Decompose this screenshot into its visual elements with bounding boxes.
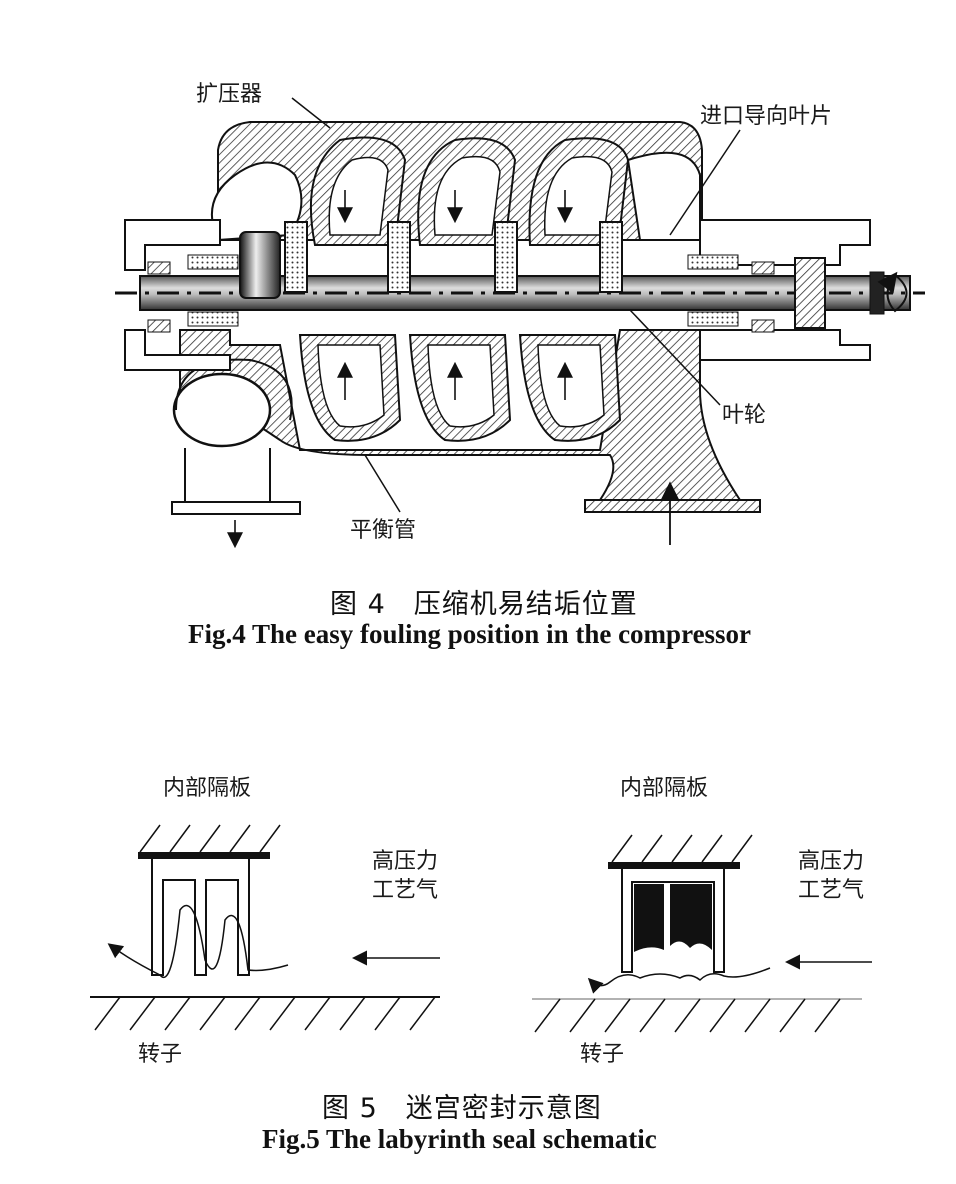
label-impeller: 叶轮 [722,403,767,428]
fouling-deposit-2 [670,884,712,950]
bearing-right-bottom [751,319,775,333]
bearing-left-top [147,261,171,275]
compressor-diagram [115,97,925,549]
seal-teeth-right [621,869,725,973]
outlet-flange [171,501,301,515]
seal-left-top [187,254,239,270]
upper-passages [328,155,613,236]
inlet-flange [584,499,761,513]
bearing-right-top [751,261,775,275]
volute-lower [172,372,272,448]
label-inlet-guide-vane: 进口导向叶片 [700,104,833,129]
partition-hatch-right [611,834,753,863]
coupling [794,257,826,329]
seal-teeth-left [151,859,250,976]
label-rotor-left: 转子 [138,1042,183,1067]
inlet-chamber [626,151,701,241]
seal-diagram-left [90,824,440,1031]
label-gas-right-1: 高压力 [798,849,865,874]
rotor-hatch-left [94,996,436,1031]
label-gas-left-1: 高压力 [372,849,439,874]
leader-inlet-guide-vane [669,129,741,236]
rotor-hatch-right [534,998,841,1033]
label-gas-right-2: 工艺气 [798,878,865,903]
leakage-flow-right [587,967,771,994]
coupling-hub [869,271,885,315]
leader-diffuser [291,97,331,129]
fig5-caption-en: Fig.5 The labyrinth seal schematic [262,1124,657,1154]
label-partition-left: 内部隔板 [163,776,252,801]
lower-passages [317,344,605,428]
label-gas-left-2: 工艺气 [372,878,439,903]
fouling-deposit-1 [634,884,664,952]
volute-upper [210,161,303,242]
leader-balance-pipe [364,454,401,513]
flow-arrows-lower [337,361,573,400]
fig5-caption-cn: 图 5 迷宫密封示意图 [322,1093,602,1124]
seal-right-top [687,254,739,270]
label-partition-right: 内部隔板 [620,776,709,801]
seal-diagram-right [532,834,872,1033]
flange-left-low [124,329,231,371]
outlet-pipe [184,448,271,503]
label-rotor-right: 转子 [580,1042,625,1067]
volute-lower-ring [175,358,293,421]
leader-impeller [629,309,721,406]
impeller-hubs [284,221,623,293]
flow-arrows-upper [337,190,573,224]
rotation-arrow [877,271,908,313]
fig4-caption-en: Fig.4 The easy fouling position in the c… [188,619,752,649]
label-balance-pipe: 平衡管 [350,518,417,543]
flange-left [124,219,221,271]
fig4-caption-cn: 图 4 压缩机易结垢位置 [330,589,638,620]
leakage-flow-left [107,904,289,978]
seal-right-bottom [687,311,739,327]
balance-drum [239,231,281,299]
label-diffuser: 扩压器 [196,82,263,107]
flange-right-low [699,329,871,361]
partition-hatch-left [139,824,281,853]
bearing-left-bottom [147,319,171,333]
partition-plate-left [138,852,270,859]
partition-plate-right [608,862,740,869]
seal-left-bottom [187,311,239,327]
